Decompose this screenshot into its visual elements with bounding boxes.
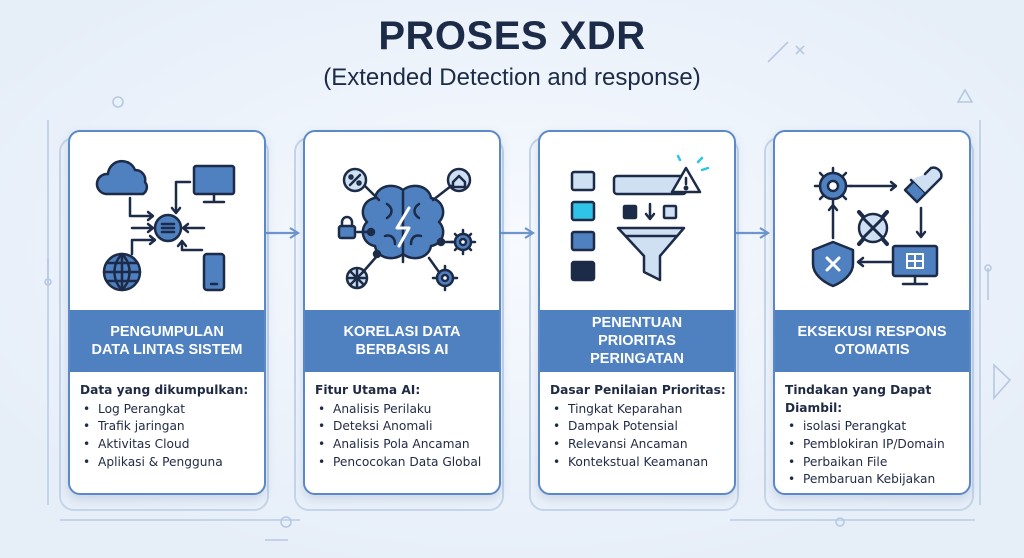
list-item: Perbaikan File bbox=[785, 454, 965, 472]
card-heading: PENGUMPULAN DATA LINTAS SISTEM bbox=[70, 310, 264, 372]
card-heading: EKSEKUSI RESPONS OTOMATIS bbox=[775, 310, 969, 372]
card-data-collection: PENGUMPULAN DATA LINTAS SISTEM Data yang… bbox=[68, 130, 266, 495]
card-body: Tindakan yang Dapat Diambil: isolasi Per… bbox=[785, 382, 965, 489]
list-item: Pembaruan Kebijakan bbox=[785, 471, 965, 489]
card-ai-correlation: KORELASI DATA BERBASIS AI Fitur Utama AI… bbox=[303, 130, 501, 495]
list-item: Pencocokan Data Global bbox=[315, 454, 495, 472]
list-item: Relevansi Ancaman bbox=[550, 436, 730, 454]
list-item: Aktivitas Cloud bbox=[80, 436, 260, 454]
list-item: Kontekstual Keamanan bbox=[550, 454, 730, 472]
card-automated-response: EKSEKUSI RESPONS OTOMATIS Tindakan yang … bbox=[773, 130, 971, 495]
list-item: Dampak Potensial bbox=[550, 418, 730, 436]
arrow-right-icon bbox=[264, 227, 301, 239]
card-subheading: Dasar Penilaian Prioritas: bbox=[550, 383, 726, 397]
arrow-right-icon bbox=[499, 227, 536, 239]
card-alert-prioritization: PENENTUAN PRIORITAS PERINGATAN Dasar Pen… bbox=[538, 130, 736, 495]
card-body: Dasar Penilaian Prioritas: Tingkat Kepar… bbox=[550, 382, 730, 471]
card-subheading: Data yang dikumpulkan: bbox=[80, 383, 249, 397]
list-item: Analisis Perilaku bbox=[315, 401, 495, 419]
card-body: Data yang dikumpulkan: Log Perangkat Tra… bbox=[80, 382, 260, 471]
list-item: Aplikasi & Pengguna bbox=[80, 454, 260, 472]
list-item: Tingkat Keparahan bbox=[550, 401, 730, 419]
card-list: Analisis Perilaku Deteksi Anomali Analis… bbox=[315, 401, 495, 472]
automated-response-icon bbox=[811, 166, 943, 288]
card-subheading: Fitur Utama AI: bbox=[315, 383, 421, 397]
card-heading: PENENTUAN PRIORITAS PERINGATAN bbox=[540, 310, 734, 372]
list-item: isolasi Perangkat bbox=[785, 418, 965, 436]
list-item: Pemblokiran IP/Domain bbox=[785, 436, 965, 454]
ai-brain-icon bbox=[337, 167, 477, 292]
page-subtitle: (Extended Detection and response) bbox=[323, 64, 701, 91]
card-list: Tingkat Keparahan Dampak Potensial Relev… bbox=[550, 401, 730, 472]
priority-funnel-icon bbox=[570, 154, 710, 282]
data-collection-icon bbox=[95, 159, 236, 292]
list-item: Deteksi Anomali bbox=[315, 418, 495, 436]
list-item: Analisis Pola Ancaman bbox=[315, 436, 495, 454]
card-list: isolasi Perangkat Pemblokiran IP/Domain … bbox=[785, 418, 965, 489]
card-subheading: Tindakan yang Dapat Diambil: bbox=[785, 383, 932, 415]
card-body: Fitur Utama AI: Analisis Perilaku Deteks… bbox=[315, 382, 495, 471]
list-item: Log Perangkat bbox=[80, 401, 260, 419]
page-title: PROSES XDR bbox=[378, 14, 646, 58]
list-item: Trafik jaringan bbox=[80, 418, 260, 436]
card-heading: KORELASI DATA BERBASIS AI bbox=[305, 310, 499, 372]
card-list: Log Perangkat Trafik jaringan Aktivitas … bbox=[80, 401, 260, 472]
arrow-right-icon bbox=[734, 227, 771, 239]
